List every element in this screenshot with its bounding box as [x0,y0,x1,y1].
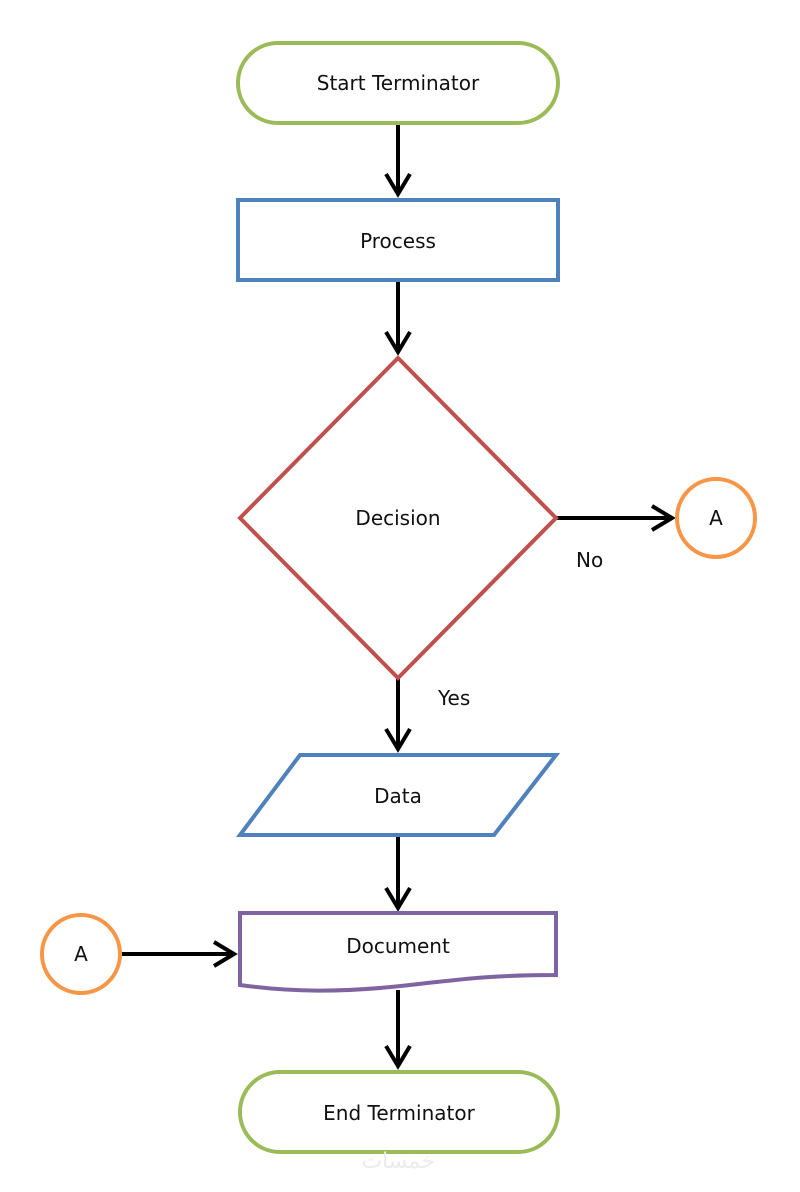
process-label: Process [360,229,436,253]
connector-left-shape [40,913,122,995]
end-terminator: End Terminator [238,1070,560,1154]
process-shape [236,198,560,282]
end-terminator-label: End Terminator [323,1101,475,1125]
decision-label: Decision [355,506,440,530]
start-terminator-shape [236,41,560,125]
document-label: Document [346,934,450,958]
start-terminator-label: Start Terminator [317,71,480,95]
connector-left-label: A [74,942,88,966]
data-parallelogram: Data [236,753,561,837]
document-shape [238,911,558,993]
decision-shape [237,355,559,681]
start-terminator: Start Terminator [236,41,560,125]
edge-label-no: No [576,548,603,572]
connector-right: A [675,477,757,559]
end-terminator-shape [238,1070,560,1154]
connector-right-shape [675,477,757,559]
connector-right-label: A [709,506,723,530]
process-box: Process [236,198,560,282]
watermark: خمسات [361,1149,434,1174]
data-label: Data [374,784,422,808]
document-shape-group: Document [238,911,558,993]
decision-diamond: Decision [237,355,559,681]
connector-left: A [40,913,122,995]
data-shape [236,753,561,837]
edge-label-yes: Yes [437,686,470,710]
